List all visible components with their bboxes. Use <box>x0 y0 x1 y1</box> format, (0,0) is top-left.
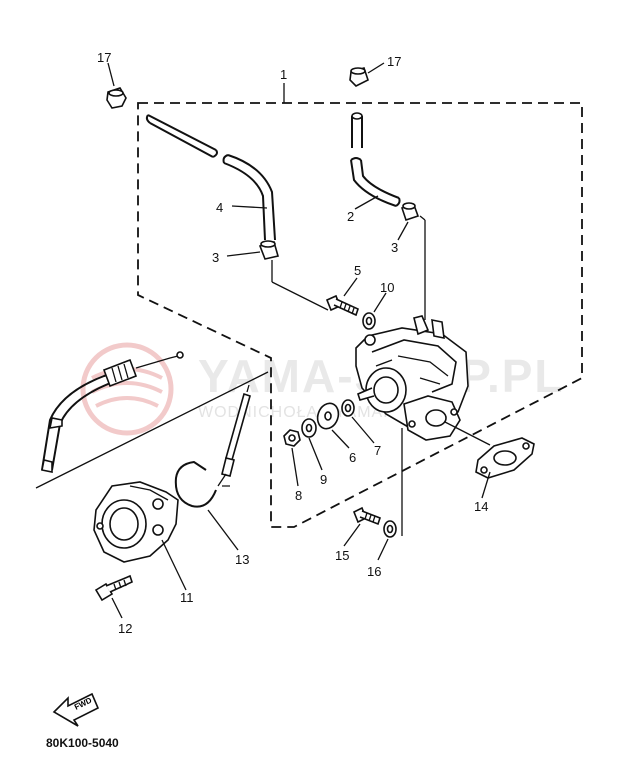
callout-11: 11 <box>180 590 194 605</box>
leader-13 <box>207 509 239 551</box>
leader-3a <box>226 251 261 257</box>
leader-10 <box>373 292 387 313</box>
callout-15: 15 <box>335 548 349 563</box>
callout-10: 10 <box>380 280 394 295</box>
callout-6: 6 <box>349 450 356 465</box>
part-15-screw <box>352 506 381 526</box>
leader-5 <box>343 277 358 297</box>
part-4-hose <box>145 114 276 241</box>
leader-7 <box>351 416 375 444</box>
section-divider <box>35 371 269 489</box>
leader-4 <box>231 205 268 209</box>
leader-14 <box>481 471 491 499</box>
carburetor-body <box>355 315 469 441</box>
leader-11 <box>161 539 187 591</box>
part-5-screw <box>325 294 359 317</box>
part-7-oring <box>341 399 355 417</box>
callout-17-left: 17 <box>97 50 111 65</box>
part-6-washer <box>316 402 340 430</box>
leader-6 <box>331 429 350 449</box>
figure-code: 80K100-5040 <box>46 736 119 750</box>
callout-8: 8 <box>295 488 302 503</box>
part-16-washer <box>383 520 397 538</box>
callout-3-right: 3 <box>391 240 398 255</box>
leader-8 <box>291 447 299 487</box>
callout-1: 1 <box>280 67 287 82</box>
part-2-hose <box>350 112 401 207</box>
leader-9 <box>308 437 323 471</box>
part-9-washer <box>301 418 317 438</box>
callout-7: 7 <box>374 443 381 458</box>
part-3-clamp-right <box>400 202 420 222</box>
throttle-cable <box>41 351 184 473</box>
part-14-gasket <box>475 437 535 479</box>
part-10-washer <box>362 312 376 330</box>
part-12-screw <box>94 574 133 602</box>
leader-12 <box>111 597 123 619</box>
leader-15 <box>343 523 361 547</box>
callout-3-left: 3 <box>212 250 219 265</box>
callout-12: 12 <box>118 621 132 636</box>
leader-3b-b <box>419 215 426 221</box>
assembly-boundary <box>137 102 583 528</box>
part-11-cover <box>93 481 179 563</box>
callout-14: 14 <box>474 499 488 514</box>
callout-16: 16 <box>367 564 381 579</box>
callout-4: 4 <box>216 200 223 215</box>
part-17-cap-right <box>349 67 369 87</box>
leader-3b <box>397 221 409 241</box>
leader-17a <box>107 62 115 87</box>
part-13-choke-cable <box>174 384 251 508</box>
part-17-cap-left <box>106 87 127 109</box>
part-8-nut <box>283 429 301 447</box>
leader-16 <box>377 538 389 561</box>
callout-5: 5 <box>354 263 361 278</box>
leader-3a-c <box>271 281 329 311</box>
callout-17-right: 17 <box>387 54 401 69</box>
leader-14-a <box>444 421 491 446</box>
leader-2 <box>354 195 379 210</box>
callout-2: 2 <box>347 209 354 224</box>
callout-9: 9 <box>320 472 327 487</box>
leader-17b <box>367 62 385 74</box>
fwd-arrow-icon: FWD <box>52 692 100 727</box>
part-3-clamp-left <box>258 240 280 260</box>
callout-13: 13 <box>235 552 249 567</box>
